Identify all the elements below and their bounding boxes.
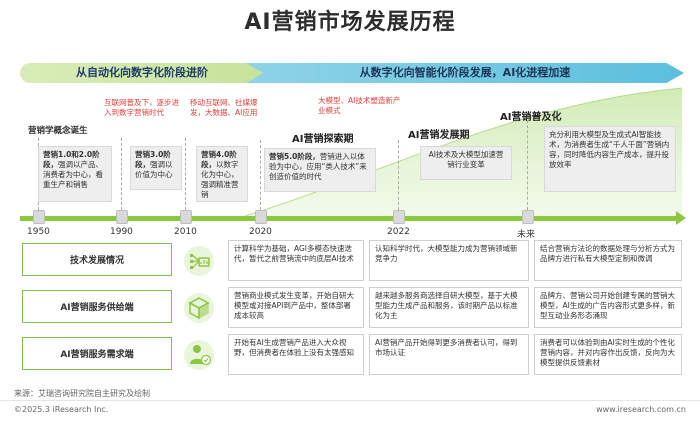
year-label: 1990 (110, 227, 133, 237)
timeline-tick (116, 210, 128, 224)
stage-box-ai-development: AI技术及大模型加速营销行业变革 (420, 146, 512, 180)
timeline-arrow (676, 211, 686, 225)
row-demand-side: AI营销服务需求端 开始有AI生成营销产品进入大众视野，但消费者在体验上没有太强… (22, 334, 682, 375)
row-cell: 认知科学时代，大模型能力成为营销领域新竞争力 (369, 240, 529, 281)
row-label: AI营销服务供给端 (22, 290, 172, 323)
guide-line (260, 140, 261, 210)
era-note: 移动互联网、社媒爆发，大数据、AI应用 (190, 98, 258, 117)
guide-line (185, 138, 186, 210)
stage-box-ai-popular: 充分利用大模型及生成式AI智能技术，为消费者生成“千人千面”营销内容，同时降低内… (544, 126, 676, 192)
row-cell: 开始有AI生成营销产品进入大众视野，但消费者在体验上没有太强感知 (228, 334, 364, 375)
row-supply-side: AI营销服务供给端 营销商业模式发生变革，开始自研大模型或对接API到产品中，整… (22, 287, 682, 328)
row-cell: 营销商业模式发生变革，开始自研大模型或对接API到产品中，整体部署成本较高 (228, 287, 364, 328)
guide-line (121, 138, 122, 210)
stage-box-marketing-3: 营销3.0阶段，强调以价值为中心 (130, 146, 182, 190)
stage-box-marketing-5: 营销5.0阶段，营销进入以体验为中心，应用“类人技术”来创造价值的时代 (264, 148, 376, 192)
era-note: 互联网普及下，逐步进入到数字营销时代 (104, 98, 179, 117)
timeline-tick (255, 210, 267, 224)
year-label: 2020 (249, 227, 272, 237)
row-cell: 品牌方、营销公司开始创建专属的营销大模型，AI生成的广告内容形式更多样，新型互动… (534, 287, 682, 328)
copyright: ©2025.3 iResearch Inc. (14, 405, 109, 414)
row-tech-development: 技术发展情况 计算科学为基础，AGI多模态快速迭代，暂代之前营销流中的底层AI技… (22, 240, 682, 281)
phase-label-popular: AI营销普及化 (500, 112, 562, 123)
stage-banner-left: 从自动化向数字化阶段进阶 (20, 63, 264, 83)
timeline-axis (20, 216, 680, 221)
timeline-tick (393, 210, 405, 224)
stage-box-marketing-4: 营销4.0阶段，以数字化为中心，强调精准营销 (196, 146, 248, 202)
guide-line (527, 120, 528, 210)
page-title: AI营销市场发展历程 (244, 10, 456, 35)
row-cell: AI营销产品开始得到更多消费者认可，得到市场认证 (369, 334, 529, 375)
network-chart-icon (184, 246, 214, 276)
timeline-tick (180, 210, 192, 224)
row-label: 技术发展情况 (22, 243, 172, 276)
website-link[interactable]: www.iresearch.com.cn (596, 405, 686, 414)
era-note: 大模型、AI技术塑造新产业模式 (318, 96, 401, 115)
source-note: 来源：艾瑞咨询研究院自主研究及绘制 (14, 389, 150, 398)
timeline-tick (522, 210, 534, 224)
phase-label-explore: AI营销探索期 (292, 134, 354, 145)
box-icon (184, 293, 214, 323)
phase-label-concept: 营销学概念诞生 (28, 126, 88, 136)
timeline-tick (33, 210, 45, 224)
year-label: 2022 (387, 227, 410, 237)
row-cell: 越来越多服务商选择自研大模型，基于大模型能力生成产品和服务，该时期产品以标准化为… (369, 287, 529, 328)
row-cell: 结合营销方法论的数据处理与分析方式为品牌方进行私有大模型定制和微调 (534, 240, 682, 281)
row-label: AI营销服务需求端 (22, 337, 172, 370)
phase-label-develop: AI营销发展期 (408, 130, 470, 141)
guide-line (398, 140, 399, 210)
row-cell: 计算科学为基础，AGI多模态快速迭代，暂代之前营销流中的底层AI技术 (228, 240, 364, 281)
year-label: 未来 (517, 230, 536, 240)
footer-divider (0, 400, 700, 401)
stage-box-marketing-1-2: 营销1.0和2.0阶段，强调以产品、消费者为中心，看重生产和销售 (38, 146, 112, 202)
year-label: 1950 (27, 227, 50, 237)
stage-banner-right: 从数字化向智能化阶段发展，AI化进程加速 (246, 63, 684, 83)
row-cell: 消费者可以体验到由AI实时生成的个性化营销内容，并对内容作出反馈，反向为大模型提… (534, 334, 682, 375)
user-check-icon (184, 340, 214, 370)
year-label: 2010 (174, 227, 197, 237)
